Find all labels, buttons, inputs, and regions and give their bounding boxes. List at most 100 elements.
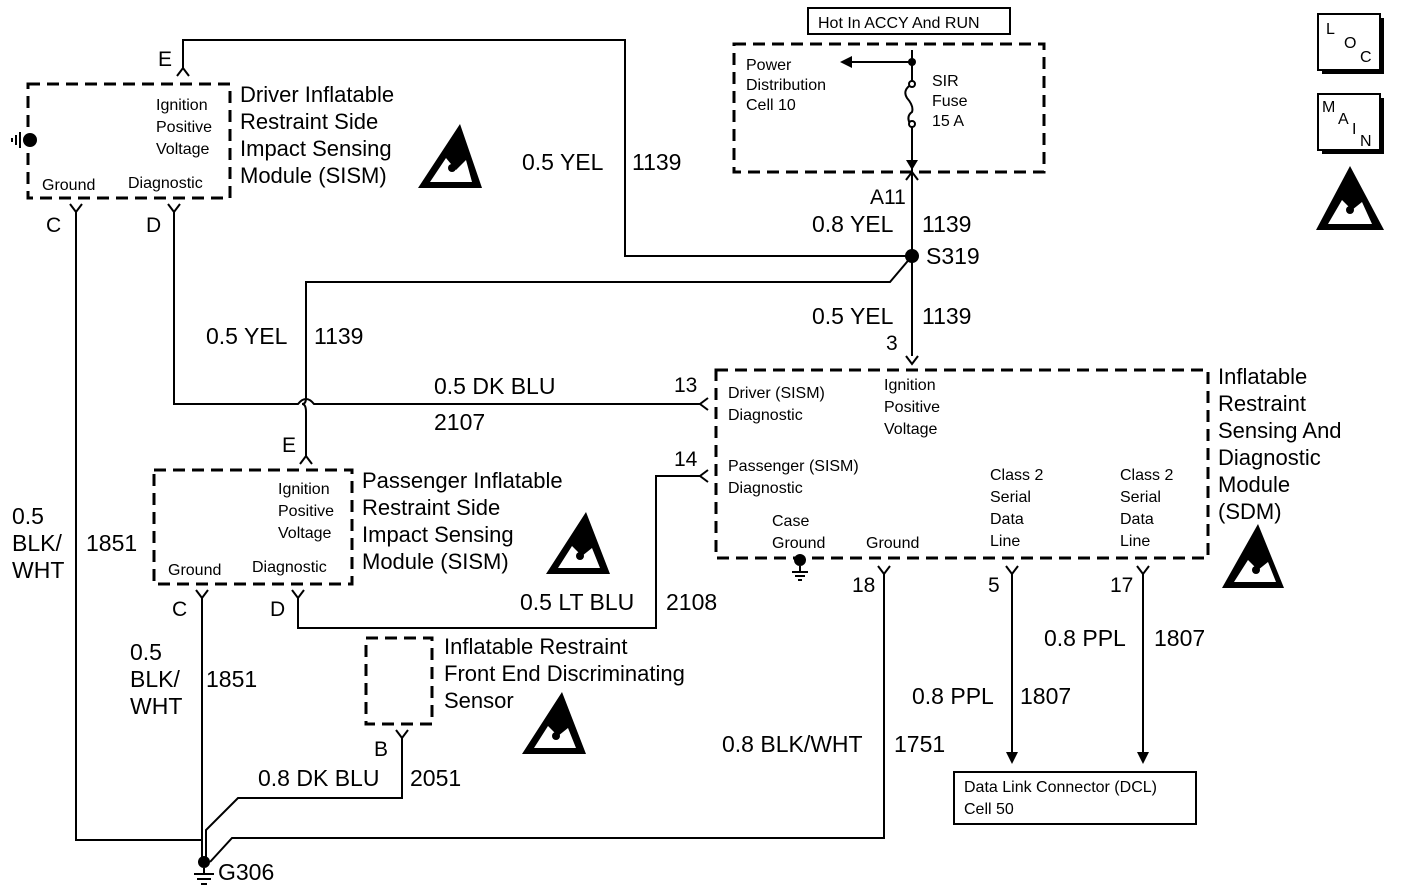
power-dist-arrow-head <box>840 56 852 68</box>
esd-warning-icon <box>1222 524 1284 588</box>
wire-circuit-label: 1139 <box>314 323 363 349</box>
sdm-title: (SDM) <box>1218 499 1282 524</box>
wire-driver-diag <box>173 212 700 405</box>
pin-label: 18 <box>852 574 875 597</box>
pin-label: C <box>46 214 61 237</box>
wire-gauge-label: 0.5 <box>130 639 162 665</box>
passenger-sism-box <box>152 468 354 586</box>
sdm-ignition-label: Positive <box>884 399 940 416</box>
passenger-sism-ground-label: Ground <box>168 562 221 579</box>
driver-sism-ignition: Positive <box>156 119 212 136</box>
g306-dot <box>198 856 210 868</box>
pin-label: D <box>146 214 161 237</box>
wire-pass-diag <box>297 475 700 629</box>
esd-legend-icon <box>1316 166 1384 230</box>
fuse-end-bottom <box>908 120 916 128</box>
wire-gauge-label: 0.8 PPL <box>1044 625 1126 651</box>
driver-sism-title: Restraint Side <box>240 109 378 134</box>
wire-circuit-label: 1139 <box>922 211 971 237</box>
case-ground-icon <box>792 566 808 581</box>
fuse-end-top <box>908 80 916 88</box>
wire-gauge-label: 0.5 <box>12 503 44 529</box>
sdm-class2-label: Serial <box>990 489 1031 506</box>
fuse-label: 15 A <box>932 113 964 130</box>
wire-gauge-label: 0.8 BLK/WHT <box>722 731 863 757</box>
wire-gauge-label: BLK/ <box>130 666 180 692</box>
terminal-sdm-3 <box>905 355 919 366</box>
sdm-ignition-label: Ignition <box>884 377 936 394</box>
front-sensor-title: Inflatable Restraint <box>444 634 627 659</box>
terminal-sdm-18 <box>877 565 891 576</box>
sdm-class2-label: Data <box>990 511 1024 528</box>
sdm-class2-label: Class 2 <box>990 467 1043 484</box>
wire-circuit-label: 1851 <box>206 666 257 692</box>
sdm-class2-label: Serial <box>1120 489 1161 506</box>
terminal-pass-c <box>195 589 209 600</box>
sdm-title: Sensing And <box>1218 418 1342 443</box>
power-distribution-label: Cell 10 <box>746 97 796 114</box>
pin-label: D <box>270 598 285 621</box>
wire-sdm-ground <box>209 574 885 863</box>
splice-label: S319 <box>926 243 980 269</box>
passenger-sism-ignition: Ignition <box>278 481 330 498</box>
main-icon-shadow <box>1380 98 1384 154</box>
ground-point-label: G306 <box>218 859 274 885</box>
wire-gauge-label: WHT <box>130 693 182 719</box>
pin-label: 13 <box>674 374 697 397</box>
main-letter: I <box>1352 121 1356 138</box>
arrow-head-dlc-17 <box>1137 752 1149 764</box>
main-letter: M <box>1322 99 1335 116</box>
wire-gauge-label: WHT <box>12 557 64 583</box>
wire-sensor <box>205 738 403 862</box>
pin-label: 14 <box>674 448 698 471</box>
wire-gauge-label: 0.5 DK BLU <box>434 373 555 399</box>
ground-icon <box>194 868 214 885</box>
main-letter: N <box>1360 133 1372 150</box>
main-letter: A <box>1338 111 1349 128</box>
dlc-label: Cell 50 <box>964 801 1014 818</box>
driver-sism-title: Driver Inflatable <box>240 82 394 107</box>
wire-gauge-label: BLK/ <box>12 530 62 556</box>
terminal-sdm-17 <box>1136 565 1150 576</box>
loc-icon-shadow-b <box>1322 70 1384 74</box>
pin-label: 17 <box>1110 574 1133 597</box>
sdm-driver-diag-label: Driver (SISM) <box>728 385 825 402</box>
driver-sism-title: Module (SISM) <box>240 163 387 188</box>
terminal-pass-d <box>291 589 305 600</box>
wire-gauge-label: 0.5 YEL <box>522 149 604 175</box>
wire-circuit-label: 1139 <box>922 303 971 329</box>
sdm-title: Diagnostic <box>1218 445 1321 470</box>
passenger-sism-ignition: Voltage <box>278 525 331 542</box>
fuse-symbol <box>904 62 914 172</box>
fuse-label: SIR <box>932 73 959 90</box>
chassis-ground-icon <box>11 132 37 148</box>
sdm-class2-label: Data <box>1120 511 1154 528</box>
sdm-box <box>714 368 1210 560</box>
sdm-case-ground-label: Ground <box>772 535 825 552</box>
power-distribution-label: Distribution <box>746 77 826 94</box>
wire-gauge-label: 0.5 YEL <box>206 323 288 349</box>
terminal-sdm-5 <box>1005 565 1019 576</box>
pin-label: E <box>282 434 296 457</box>
terminal-driver-e <box>176 66 190 77</box>
sdm-passenger-diag-label: Diagnostic <box>728 480 803 497</box>
wire-circuit-label: 1807 <box>1154 625 1205 651</box>
driver-sism-diagnostic-label: Diagnostic <box>128 175 203 192</box>
terminal-driver-d <box>167 203 181 214</box>
wire-circuit-label: 1851 <box>86 530 137 556</box>
power-distribution-label: Power <box>746 57 792 74</box>
fuse-label: Fuse <box>932 93 968 110</box>
passenger-sism-ignition: Positive <box>278 503 334 520</box>
sdm-title: Restraint <box>1218 391 1306 416</box>
sdm-class2-label: Line <box>1120 533 1150 550</box>
wire-gauge-label: 0.5 LT BLU <box>520 589 634 615</box>
sdm-title: Module <box>1218 472 1290 497</box>
dlc-label: Data Link Connector (DCL) <box>964 779 1157 796</box>
power-distribution-box <box>732 42 1046 174</box>
terminal-sdm-13 <box>698 397 709 411</box>
terminal-sdm-14 <box>698 469 709 483</box>
pin-label: B <box>374 738 388 761</box>
wire-circuit-label: 2107 <box>434 409 485 435</box>
terminal-pass-e <box>299 454 313 465</box>
